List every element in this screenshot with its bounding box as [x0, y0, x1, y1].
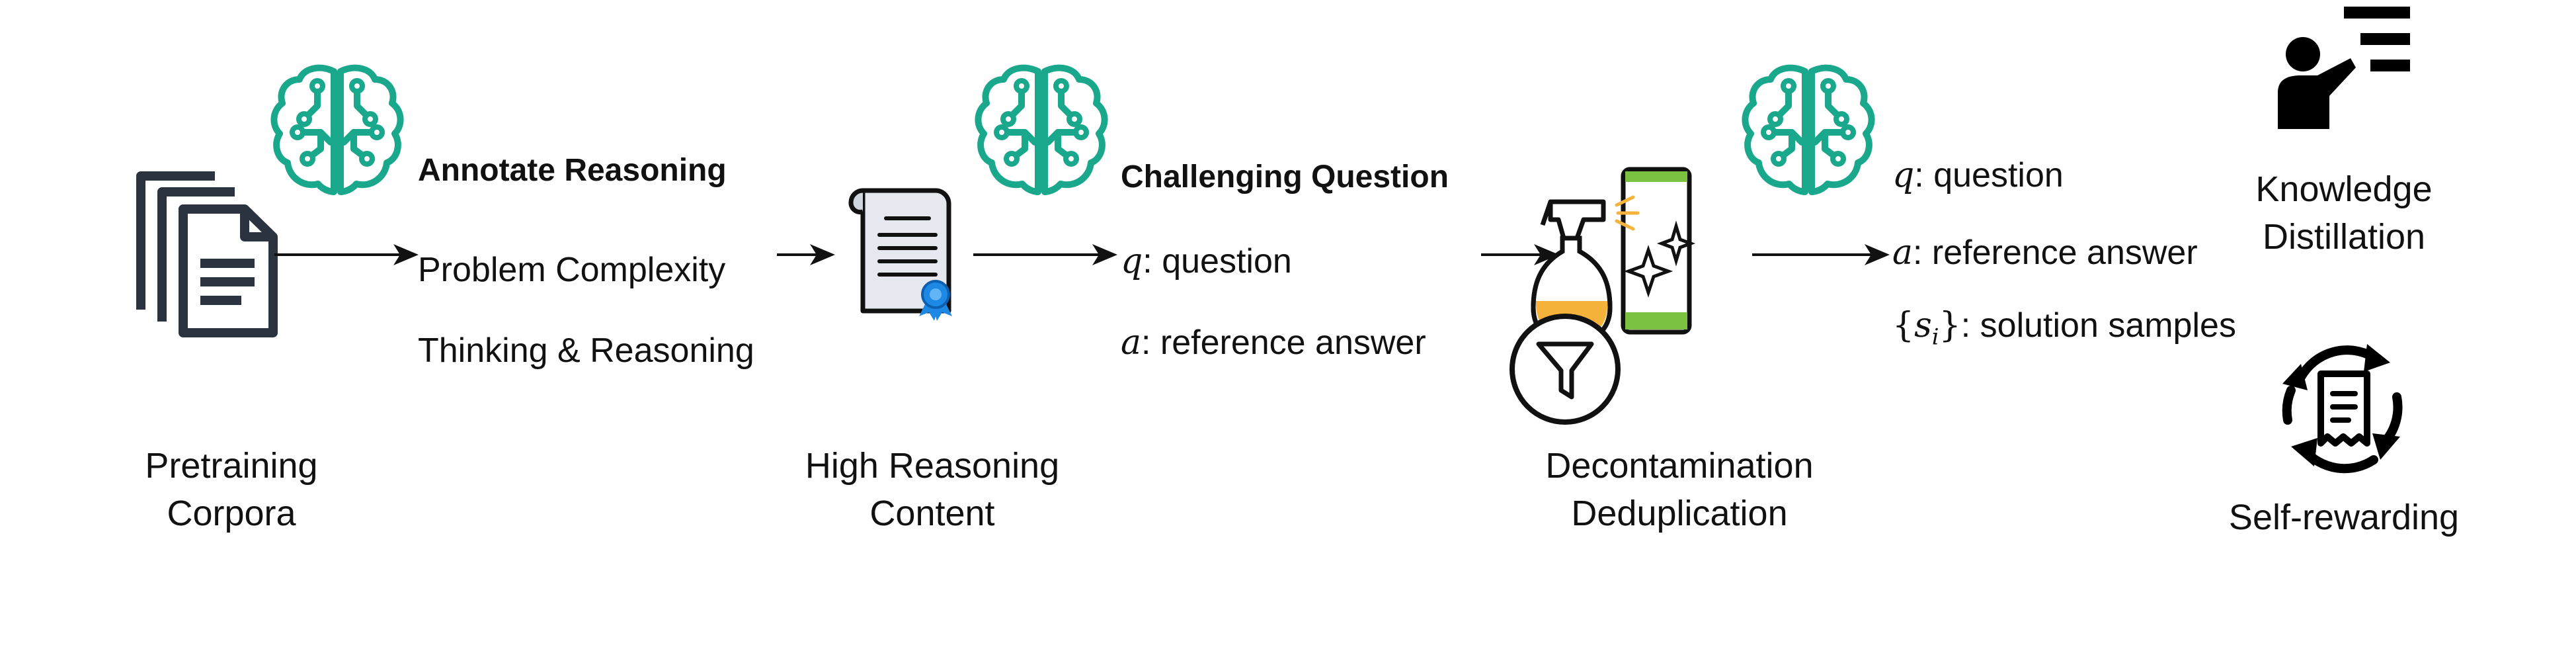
arrow-3: [973, 244, 1117, 265]
a-symbol: a: [1121, 323, 1142, 363]
decontamination-label: Decontamination Deduplication: [1521, 442, 1838, 537]
high-reasoning-content-label: High Reasoning Content: [774, 442, 1091, 537]
ai-brain-icon: [975, 64, 1108, 195]
decontamination-line1: Decontamination: [1545, 446, 1814, 486]
certificate-scroll-icon: [848, 188, 952, 321]
output-s-line: {si}: solution samples: [1892, 306, 2236, 357]
spray-cleaning-icon: [1509, 167, 1696, 425]
output-a-text: : reference answer: [1913, 234, 2198, 272]
problem-complexity-item: Problem Complexity: [418, 251, 726, 289]
output-a-line: a: reference answer: [1892, 233, 2198, 273]
arrow-4: [1481, 244, 1559, 265]
high-reasoning-line1: High Reasoning: [805, 446, 1060, 486]
knowledge-line2: Distillation: [2262, 217, 2426, 257]
ai-brain-icon: [270, 64, 404, 195]
pretraining-line2: Corpora: [167, 494, 296, 533]
q-symbol: q: [1121, 241, 1143, 281]
challenging-question-title: Challenging Question: [1121, 159, 1449, 195]
ai-brain-icon: [1742, 64, 1875, 195]
refresh-receipt-icon: [2282, 344, 2403, 474]
pretraining-line1: Pretraining: [145, 446, 318, 486]
decontamination-line2: Deduplication: [1571, 494, 1788, 533]
a-text: : reference answer: [1141, 324, 1426, 362]
output-s-symbol: s: [1914, 306, 1932, 345]
arrow-5: [1752, 244, 1890, 265]
arrow-1: [274, 244, 419, 265]
thinking-reasoning-item: Thinking & Reasoning: [418, 331, 754, 370]
challenging-q-line: q: question: [1121, 241, 1292, 281]
output-q-symbol: q: [1892, 155, 1915, 195]
high-reasoning-line2: Content: [869, 494, 995, 533]
annotate-reasoning-title: Annotate Reasoning: [418, 153, 727, 188]
knowledge-line1: Knowledge: [2255, 169, 2433, 209]
pretraining-corpora-label: Pretraining Corpora: [112, 442, 350, 537]
output-q-text: : question: [1914, 156, 2064, 195]
self-rewarding-label: Self-rewarding: [2228, 498, 2460, 537]
output-q-line: q: question: [1892, 155, 2064, 195]
documents-stack-icon: [136, 171, 278, 337]
arrow-2: [777, 244, 835, 265]
q-text: : question: [1143, 242, 1292, 281]
knowledge-distillation-label: Knowledge Distillation: [2212, 165, 2476, 261]
output-s-sub: i: [1931, 324, 1939, 351]
output-s-text: : solution samples: [1960, 306, 2236, 345]
output-a-symbol: a: [1892, 233, 1913, 273]
output-s-open: {: [1892, 306, 1915, 345]
teacher-icon: [2278, 7, 2410, 129]
challenging-a-line: a: reference answer: [1121, 323, 1426, 363]
output-s-close: }: [1939, 306, 1961, 345]
